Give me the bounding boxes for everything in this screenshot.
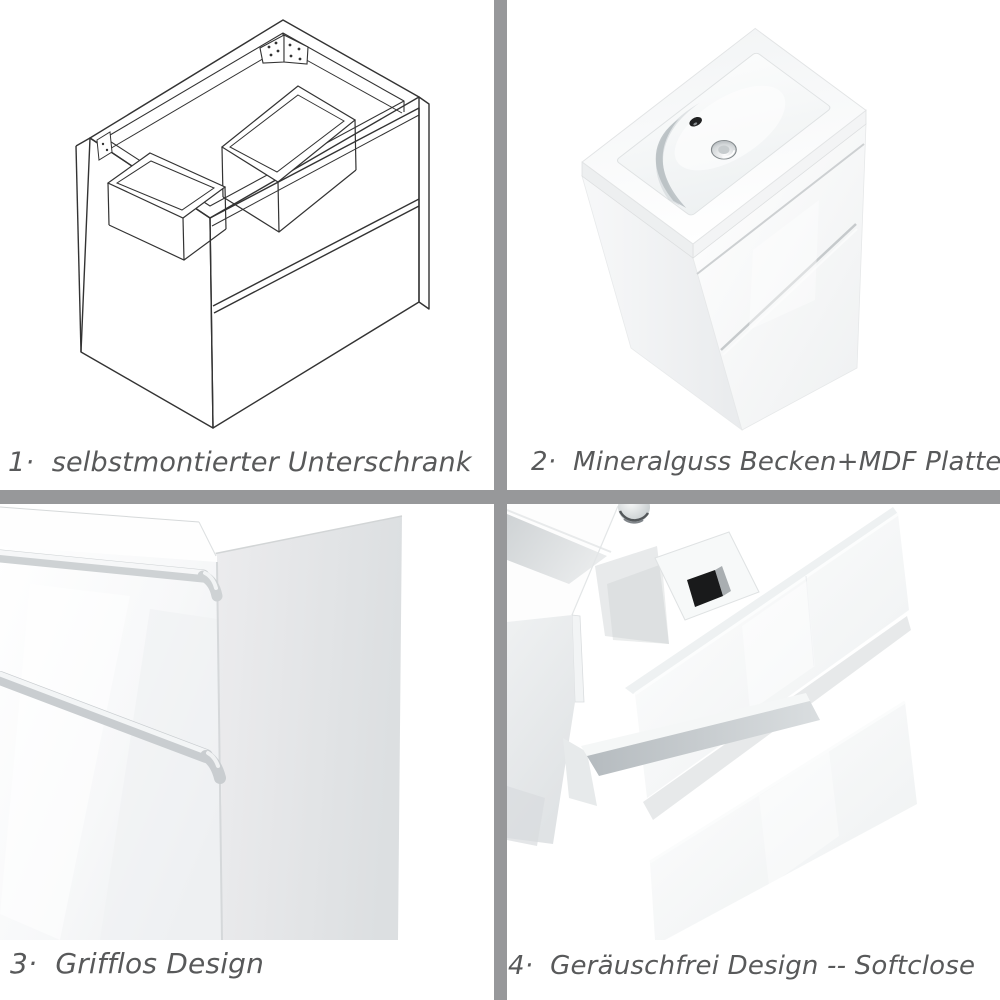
drain-cap <box>710 139 737 160</box>
mineral-cast-basin-top <box>581 27 867 245</box>
carcass-outline <box>75 19 430 429</box>
cabinet-line-drawing <box>75 19 430 429</box>
panel-3-caption: 3· Grifflos Design <box>10 947 265 980</box>
siphon-cutout-hole <box>687 570 723 607</box>
panel-4-caption: 4· Geräuschfrei Design -- Softclose <box>508 951 976 981</box>
groove-upper <box>0 549 223 602</box>
counter-edge <box>0 506 217 564</box>
softclose-drawers-photo <box>507 504 917 940</box>
panel-2-caption: 2· Mineralguss Becken+MDF Platte <box>531 447 1000 477</box>
groove-lower <box>0 671 226 784</box>
cabinet-side-panel <box>507 615 575 846</box>
grifflos-closeup-photo <box>0 506 403 940</box>
handleless-drawer-fronts <box>0 546 226 940</box>
drain-cap-cut <box>618 504 650 524</box>
vanity-drawer-front <box>692 123 867 431</box>
drawer-2-front <box>563 693 917 940</box>
inner-drawer-box-large <box>220 85 357 233</box>
divider-horizontal <box>0 490 1000 504</box>
faucet-hole <box>689 116 702 127</box>
mounting-bracket <box>259 34 309 65</box>
inner-drawer-box-small <box>106 152 227 261</box>
corner-bracket <box>96 131 113 161</box>
panel-1-caption: 1· selbstmontierter Unterschrank <box>8 447 472 478</box>
cabinet-side-panel <box>213 516 402 940</box>
counter-corner <box>507 504 620 622</box>
side-top-edge <box>212 515 403 555</box>
vanity-basin-photo <box>581 27 867 432</box>
open-drawer-interior <box>595 531 760 644</box>
